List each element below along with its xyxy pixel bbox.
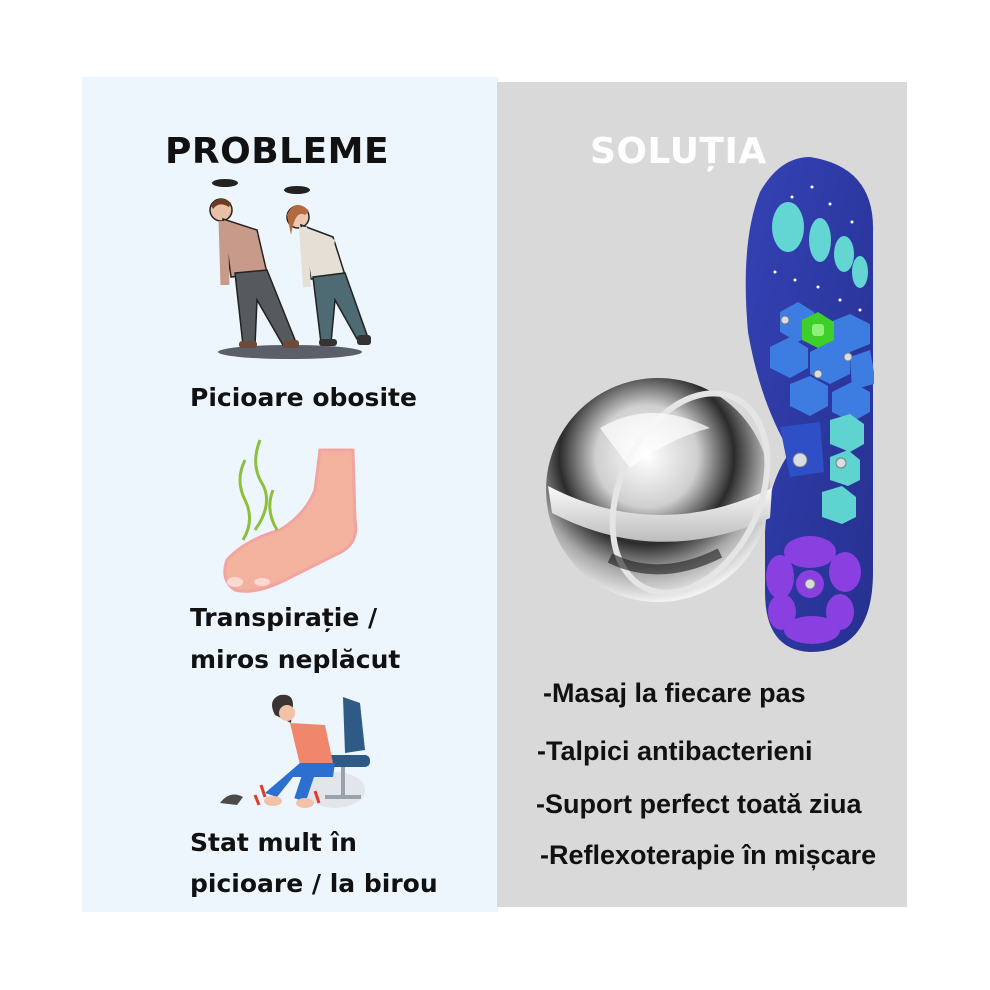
solution-title: SOLUȚIA [590,131,767,172]
problem-label-sweat-line1: Transpirație / [190,603,378,632]
smelly-foot-icon [223,439,358,593]
problem-label-sitting-line1: Stat mult în [190,828,357,857]
solution-bullet-reflexology: -Reflexoterapie în mișcare [540,840,877,870]
reflexology-insole-icon [745,157,874,652]
solution-bullet-massage: -Masaj la fiecare pas [543,678,806,708]
massage-ball-icon [546,378,772,602]
problem-label-tired-feet: Picioare obosite [190,383,417,412]
problem-label-sitting-line2: picioare / la birou [190,869,438,898]
solution-bullet-support: -Suport perfect toată ziua [536,789,862,819]
problems-title: PROBLEME [165,131,390,172]
sore-feet-office-icon [220,694,370,808]
solution-bullet-antibacterial: -Talpici antibacterieni [537,736,813,766]
tired-people-icon [209,179,371,359]
problem-label-sweat-line2: miros neplăcut [190,645,401,674]
